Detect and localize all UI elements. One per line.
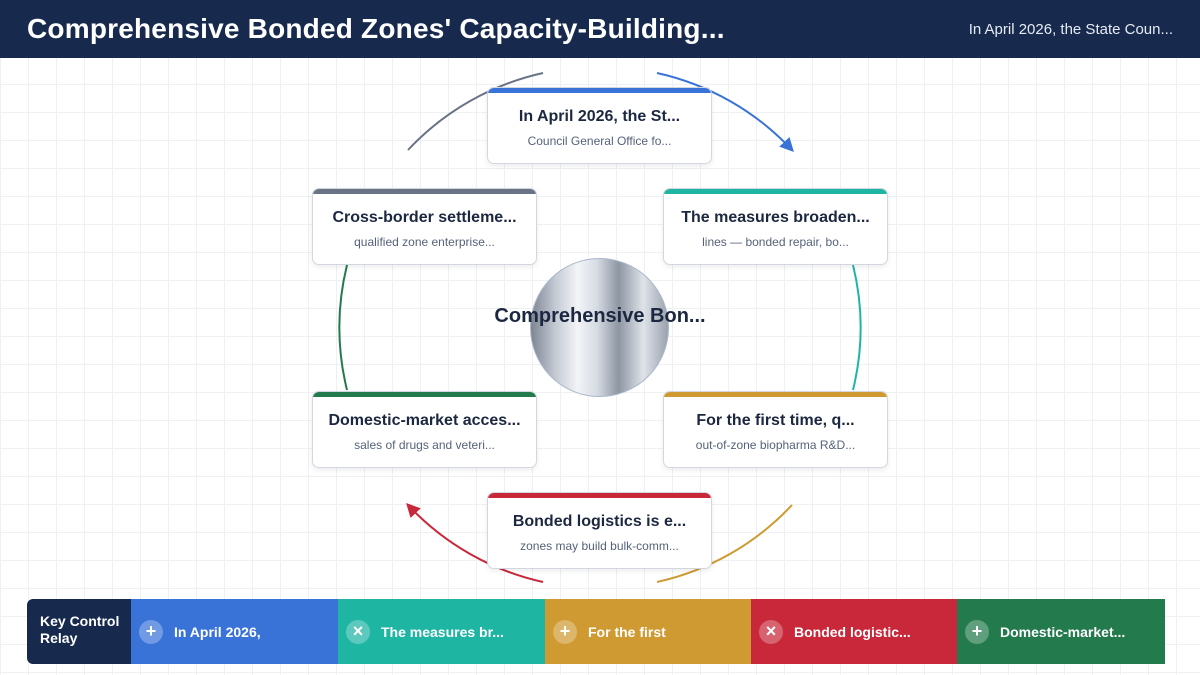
page-title: Comprehensive Bonded Zones' Capacity-Bui… [27, 13, 725, 44]
page-subtitle: In April 2026, the State Coun... [968, 20, 1173, 38]
cycle-node[interactable]: Cross-border settleme... qualified zone … [312, 188, 537, 265]
node-accent-bar [664, 392, 887, 397]
relay-label: Key Control Relay [27, 599, 137, 664]
cycle-node[interactable]: The measures broaden... lines — bonded r… [663, 188, 888, 265]
plus-icon[interactable]: + [553, 619, 577, 644]
relay-segment-label: In April 2026, [174, 623, 261, 640]
cycle-node[interactable]: For the first time, q... out-of-zone bio… [663, 391, 888, 468]
node-subtitle: zones may build bulk-comm... [520, 539, 679, 553]
hub-label: Comprehensive Bon... [494, 305, 706, 327]
node-accent-bar [664, 189, 887, 194]
node-accent-bar [313, 392, 536, 397]
node-title: Cross-border settleme... [332, 209, 517, 226]
node-accent-bar [488, 493, 711, 498]
relay-segment-label: Domestic-market... [1000, 623, 1126, 640]
node-subtitle: qualified zone enterprise... [354, 235, 495, 249]
arc-slate [407, 72, 544, 151]
relay-segment-label: Bonded logistic... [794, 623, 911, 640]
plus-icon[interactable]: + [139, 619, 163, 644]
relay-segment[interactable]: + In April 2026, [131, 599, 339, 664]
cycle-node[interactable]: Bonded logistics is e... zones may build… [487, 492, 712, 569]
relay-segment[interactable]: × The measures br... [338, 599, 546, 664]
relay-segment-label: The measures br... [381, 623, 504, 640]
node-subtitle: sales of drugs and veteri... [354, 438, 495, 452]
node-title: The measures broaden... [681, 209, 870, 226]
relay-segment[interactable]: + Domestic-market... [957, 599, 1165, 664]
cycle-node[interactable]: In April 2026, the St... Council General… [487, 87, 712, 164]
node-title: For the first time, q... [696, 412, 855, 429]
close-icon[interactable]: × [759, 619, 783, 644]
node-title: In April 2026, the St... [518, 108, 681, 125]
close-icon[interactable]: × [346, 619, 370, 644]
arc-blue [656, 72, 794, 153]
arc-gold [656, 504, 793, 583]
arc-red [406, 502, 544, 583]
header-bar: Comprehensive Bonded Zones' Capacity-Bui… [0, 0, 1200, 58]
node-subtitle: lines — bonded repair, bo... [702, 235, 849, 249]
relay-segment[interactable]: × Bonded logistic... [751, 599, 959, 664]
hub-circle [530, 258, 669, 397]
arc-green [338, 264, 348, 391]
plus-icon[interactable]: + [965, 619, 989, 644]
relay-segment-label: For the first [588, 623, 666, 640]
node-subtitle: out-of-zone biopharma R&D... [695, 438, 856, 452]
node-accent-bar [488, 88, 711, 93]
cycle-node[interactable]: Domestic-market acces... sales of drugs … [312, 391, 537, 468]
node-accent-bar [313, 189, 536, 194]
relay-segment[interactable]: + For the first [545, 599, 753, 664]
node-subtitle: Council General Office fo... [527, 134, 672, 148]
arc-teal [852, 264, 862, 391]
node-title: Domestic-market acces... [328, 412, 521, 429]
node-title: Bonded logistics is e... [512, 513, 687, 530]
